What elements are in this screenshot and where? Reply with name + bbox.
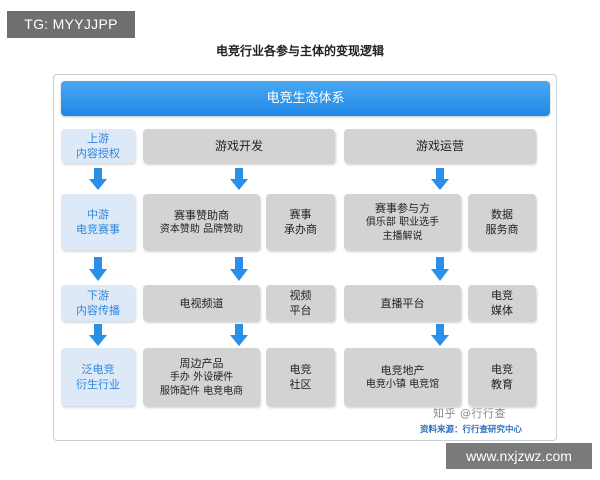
event-organizer-line1: 赛事 — [289, 208, 312, 221]
esports-media-line1: 电竞 — [491, 289, 513, 302]
game-development-label: 游戏开发 — [214, 138, 263, 153]
ecosystem-banner: 电竞生态体系 — [61, 81, 550, 116]
event-sponsor-title: 赛事赞助商 — [174, 208, 229, 222]
event-participant-box: 赛事参与方 俱乐部 职业选手 主播解说 — [344, 194, 461, 250]
arrow-down-icon — [230, 168, 248, 190]
merchandise-title: 周边产品 — [179, 356, 224, 370]
derivative-label-line2: 衍生行业 — [76, 378, 120, 391]
arrow-down-icon — [431, 257, 449, 281]
downstream-label-line1: 下游 — [87, 289, 109, 302]
downstream-label-line2: 内容传播 — [76, 304, 120, 317]
esports-community-line2: 社区 — [289, 378, 312, 391]
esports-realestate-box: 电竞地产 电竞小镇 电竞馆 — [344, 348, 461, 406]
video-platform-box: 视频 平台 — [266, 285, 335, 321]
video-platform-line1: 视频 — [289, 289, 312, 302]
esports-realestate-title: 电竞地产 — [380, 363, 425, 377]
game-operation-box: 游戏运营 — [344, 129, 536, 163]
tv-channel-box: 电视频道 — [143, 285, 260, 321]
arrow-down-icon — [431, 324, 449, 346]
esports-realestate-sub: 电竞小镇 电竞馆 — [365, 378, 440, 390]
derivative-label: 泛电竞 衍生行业 — [61, 348, 135, 406]
game-operation-label: 游戏运营 — [415, 138, 464, 153]
arrow-down-icon — [230, 324, 248, 346]
watermark-bottom-right: www.nxjzwz.com — [446, 443, 592, 469]
midstream-label-line1: 中游 — [87, 208, 109, 221]
event-organizer-line2: 承办商 — [284, 223, 317, 236]
event-organizer-box: 赛事 承办商 — [266, 194, 335, 250]
esports-media-line2: 媒体 — [491, 304, 513, 317]
zhihu-watermark: 知乎 @行行查 — [433, 407, 506, 420]
upstream-label-line1: 上游 — [87, 132, 109, 145]
source-note: 资料来源：行行查研究中心 — [420, 425, 523, 435]
live-platform-label: 直播平台 — [380, 296, 425, 310]
event-participant-sub2: 主播解说 — [382, 230, 423, 242]
upstream-label: 上游 内容授权 — [61, 129, 135, 163]
midstream-label: 中游 电竞赛事 — [61, 194, 135, 250]
esports-community-box: 电竞 社区 — [266, 348, 335, 406]
data-service-box: 数据 服务商 — [468, 194, 536, 250]
esports-media-box: 电竞 媒体 — [468, 285, 536, 321]
esports-community-line1: 电竞 — [289, 363, 312, 376]
esports-education-line2: 教育 — [491, 378, 513, 391]
arrow-down-icon — [431, 168, 449, 190]
event-participant-title: 赛事参与方 — [375, 201, 430, 215]
data-service-line1: 数据 — [491, 208, 513, 221]
event-sponsor-box: 赛事赞助商 资本赞助 品牌赞助 — [143, 194, 260, 250]
merchandise-box: 周边产品 手办 外设硬件 服饰配件 电竞电商 — [143, 348, 260, 406]
upstream-label-line2: 内容授权 — [76, 147, 120, 160]
diagram-title: 电竞行业各参与主体的变现逻辑 — [215, 44, 384, 58]
event-sponsor-sub: 资本赞助 品牌赞助 — [159, 223, 244, 235]
arrow-down-icon — [89, 324, 107, 346]
merchandise-sub1: 手办 外设硬件 — [169, 371, 234, 383]
tv-channel-label: 电视频道 — [179, 296, 224, 310]
merchandise-sub2: 服饰配件 电竞电商 — [159, 385, 244, 397]
game-development-box: 游戏开发 — [143, 129, 335, 163]
arrow-down-icon — [89, 168, 107, 190]
midstream-label-line2: 电竞赛事 — [76, 223, 120, 236]
esports-education-box: 电竞 教育 — [468, 348, 536, 406]
event-participant-sub1: 俱乐部 职业选手 — [365, 216, 440, 228]
video-platform-line2: 平台 — [289, 304, 312, 317]
arrow-down-icon — [89, 257, 107, 281]
downstream-label: 下游 内容传播 — [61, 285, 135, 321]
arrow-down-icon — [230, 257, 248, 281]
data-service-line2: 服务商 — [485, 223, 519, 236]
esports-education-line1: 电竞 — [491, 363, 513, 376]
live-platform-box: 直播平台 — [344, 285, 461, 321]
watermark-top-left: TG: MYYJJPP — [7, 11, 135, 38]
derivative-label-line1: 泛电竞 — [81, 363, 115, 376]
